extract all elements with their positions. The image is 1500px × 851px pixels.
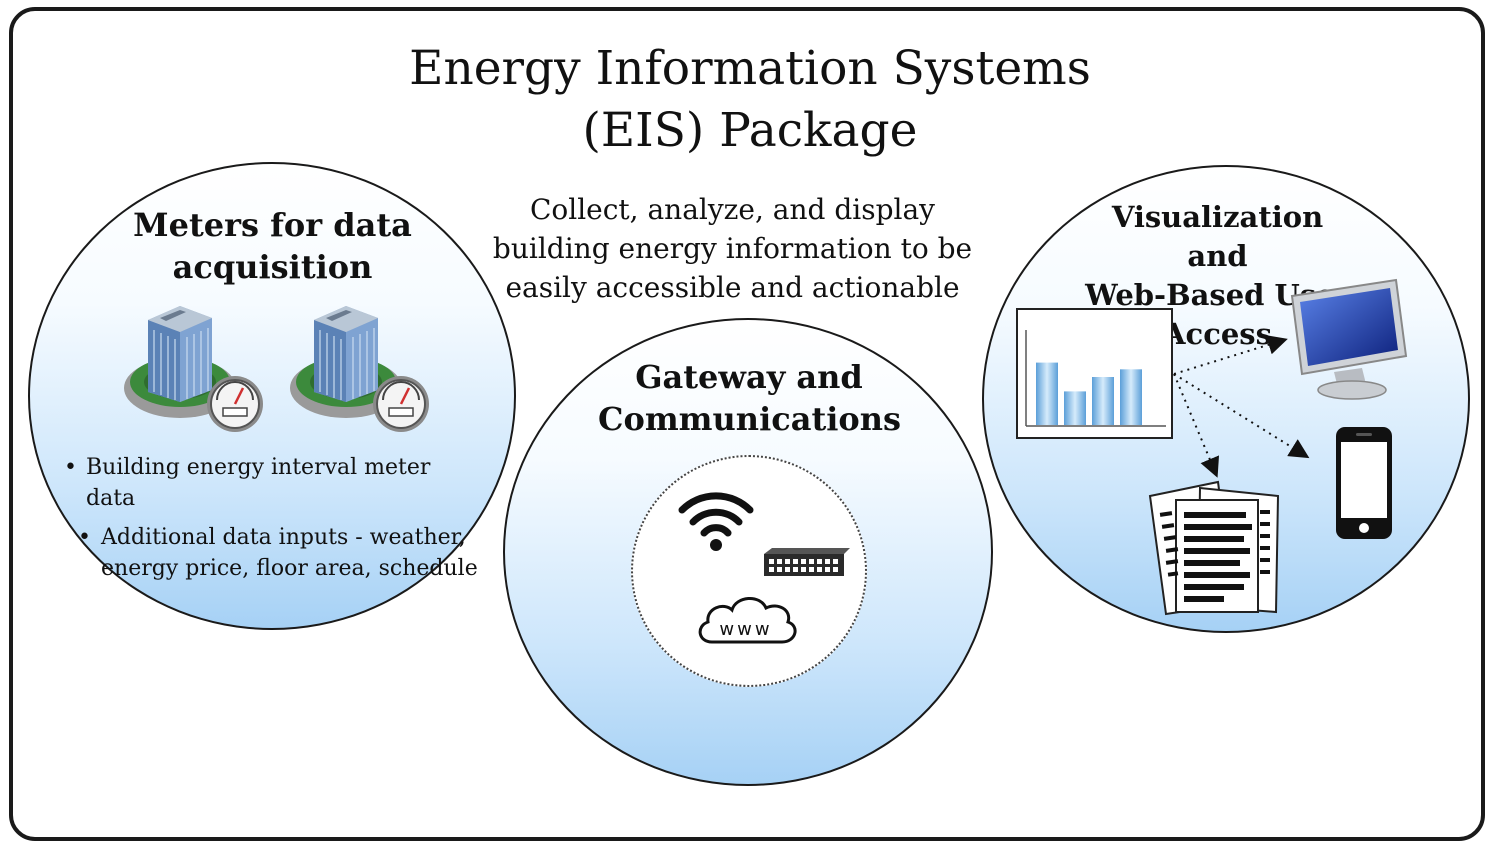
- list-item: • Additional data inputs - weather, ener…: [78, 525, 478, 581]
- cloud-icon: www: [698, 597, 797, 644]
- chart-bar-4: [1120, 369, 1142, 425]
- chart-bar-3: [1092, 377, 1114, 425]
- building-meter-icon-2: [290, 306, 429, 432]
- chart-to-devices-arrows: [1173, 335, 1310, 478]
- building-icon: [124, 306, 236, 418]
- building-meter-icon-1: [124, 306, 263, 432]
- gateway-heading-line-1: Gateway and: [635, 358, 863, 396]
- cloud-www-label: www: [719, 619, 772, 640]
- documents-icon: [1148, 480, 1280, 616]
- visualization-heading-line-3: Access: [1163, 317, 1272, 351]
- meters-heading-line-1: Meters for data: [133, 206, 412, 244]
- page-title: Energy Information Systems (EIS) Package: [300, 38, 1200, 162]
- network-switch-icon: [764, 548, 850, 576]
- description-line-3: easily accessible and actionable: [505, 271, 960, 304]
- title-line-1: Energy Information Systems: [409, 41, 1091, 96]
- meter-gauge-icon: [207, 376, 263, 432]
- meters-heading: Meters for data acquisition: [120, 204, 425, 288]
- bar-chart-icon: [1016, 308, 1173, 439]
- description-line-1: Collect, analyze, and display: [529, 193, 935, 226]
- package-description: Collect, analyze, and display building e…: [480, 190, 985, 307]
- chart-bar-2: [1064, 391, 1086, 425]
- description-line-2: building energy information to be: [492, 232, 973, 265]
- chart-bar-1: [1036, 362, 1058, 425]
- list-item: • Building energy interval meter data: [64, 455, 431, 511]
- meters-heading-line-2: acquisition: [172, 248, 373, 286]
- meters-bullet-list: • Building energy interval meter data • …: [58, 452, 478, 584]
- gateway-heading-line-2: Communications: [598, 400, 901, 438]
- smartphone-icon: [1336, 427, 1392, 539]
- meters-circle: [28, 162, 516, 630]
- gateway-heading: Gateway and Communications: [598, 356, 901, 440]
- wifi-icon: [678, 492, 754, 551]
- meter-gauge-icon: [373, 376, 429, 432]
- title-line-2: (EIS) Package: [582, 103, 918, 158]
- monitor-icon: [1290, 278, 1408, 400]
- visualization-heading-line-1: Visualization and: [1111, 200, 1324, 273]
